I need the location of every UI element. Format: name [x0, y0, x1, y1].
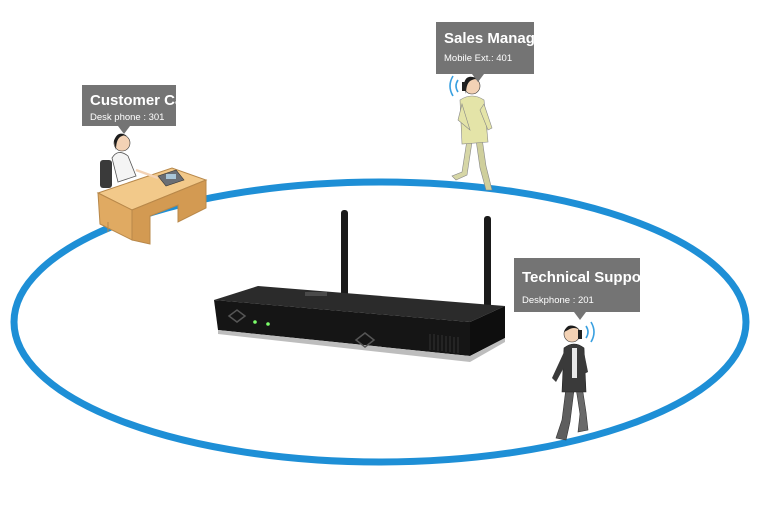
router-icon — [214, 210, 505, 362]
status-led — [266, 322, 270, 326]
desk-phone-icon — [157, 169, 185, 187]
technical-support-subtitle: Deskphone : 201 — [522, 295, 594, 306]
wireless-signal-icon — [585, 321, 595, 343]
technical-support-title: Technical Support — [522, 269, 652, 286]
sales-manager-callout: Sales Manager Mobile Ext.: 401 — [436, 22, 549, 82]
technical-support-callout: Technical Support Deskphone : 201 — [514, 258, 652, 320]
antenna-right — [484, 216, 491, 310]
customer-care-station — [96, 133, 208, 245]
customer-care-title: Customer Care — [90, 92, 198, 109]
sales-manager-walker — [451, 76, 493, 191]
sales-manager-subtitle: Mobile Ext.: 401 — [444, 53, 512, 64]
antenna-left — [341, 210, 348, 298]
coverage-ring — [10, 178, 750, 466]
status-led — [253, 320, 257, 324]
technical-support-walker — [552, 325, 589, 441]
customer-care-callout: Customer Care Desk phone : 301 — [82, 85, 198, 134]
sales-manager-title: Sales Manager — [444, 30, 549, 47]
wireless-signal-icon — [449, 75, 459, 97]
customer-care-subtitle: Desk phone : 301 — [90, 112, 164, 123]
